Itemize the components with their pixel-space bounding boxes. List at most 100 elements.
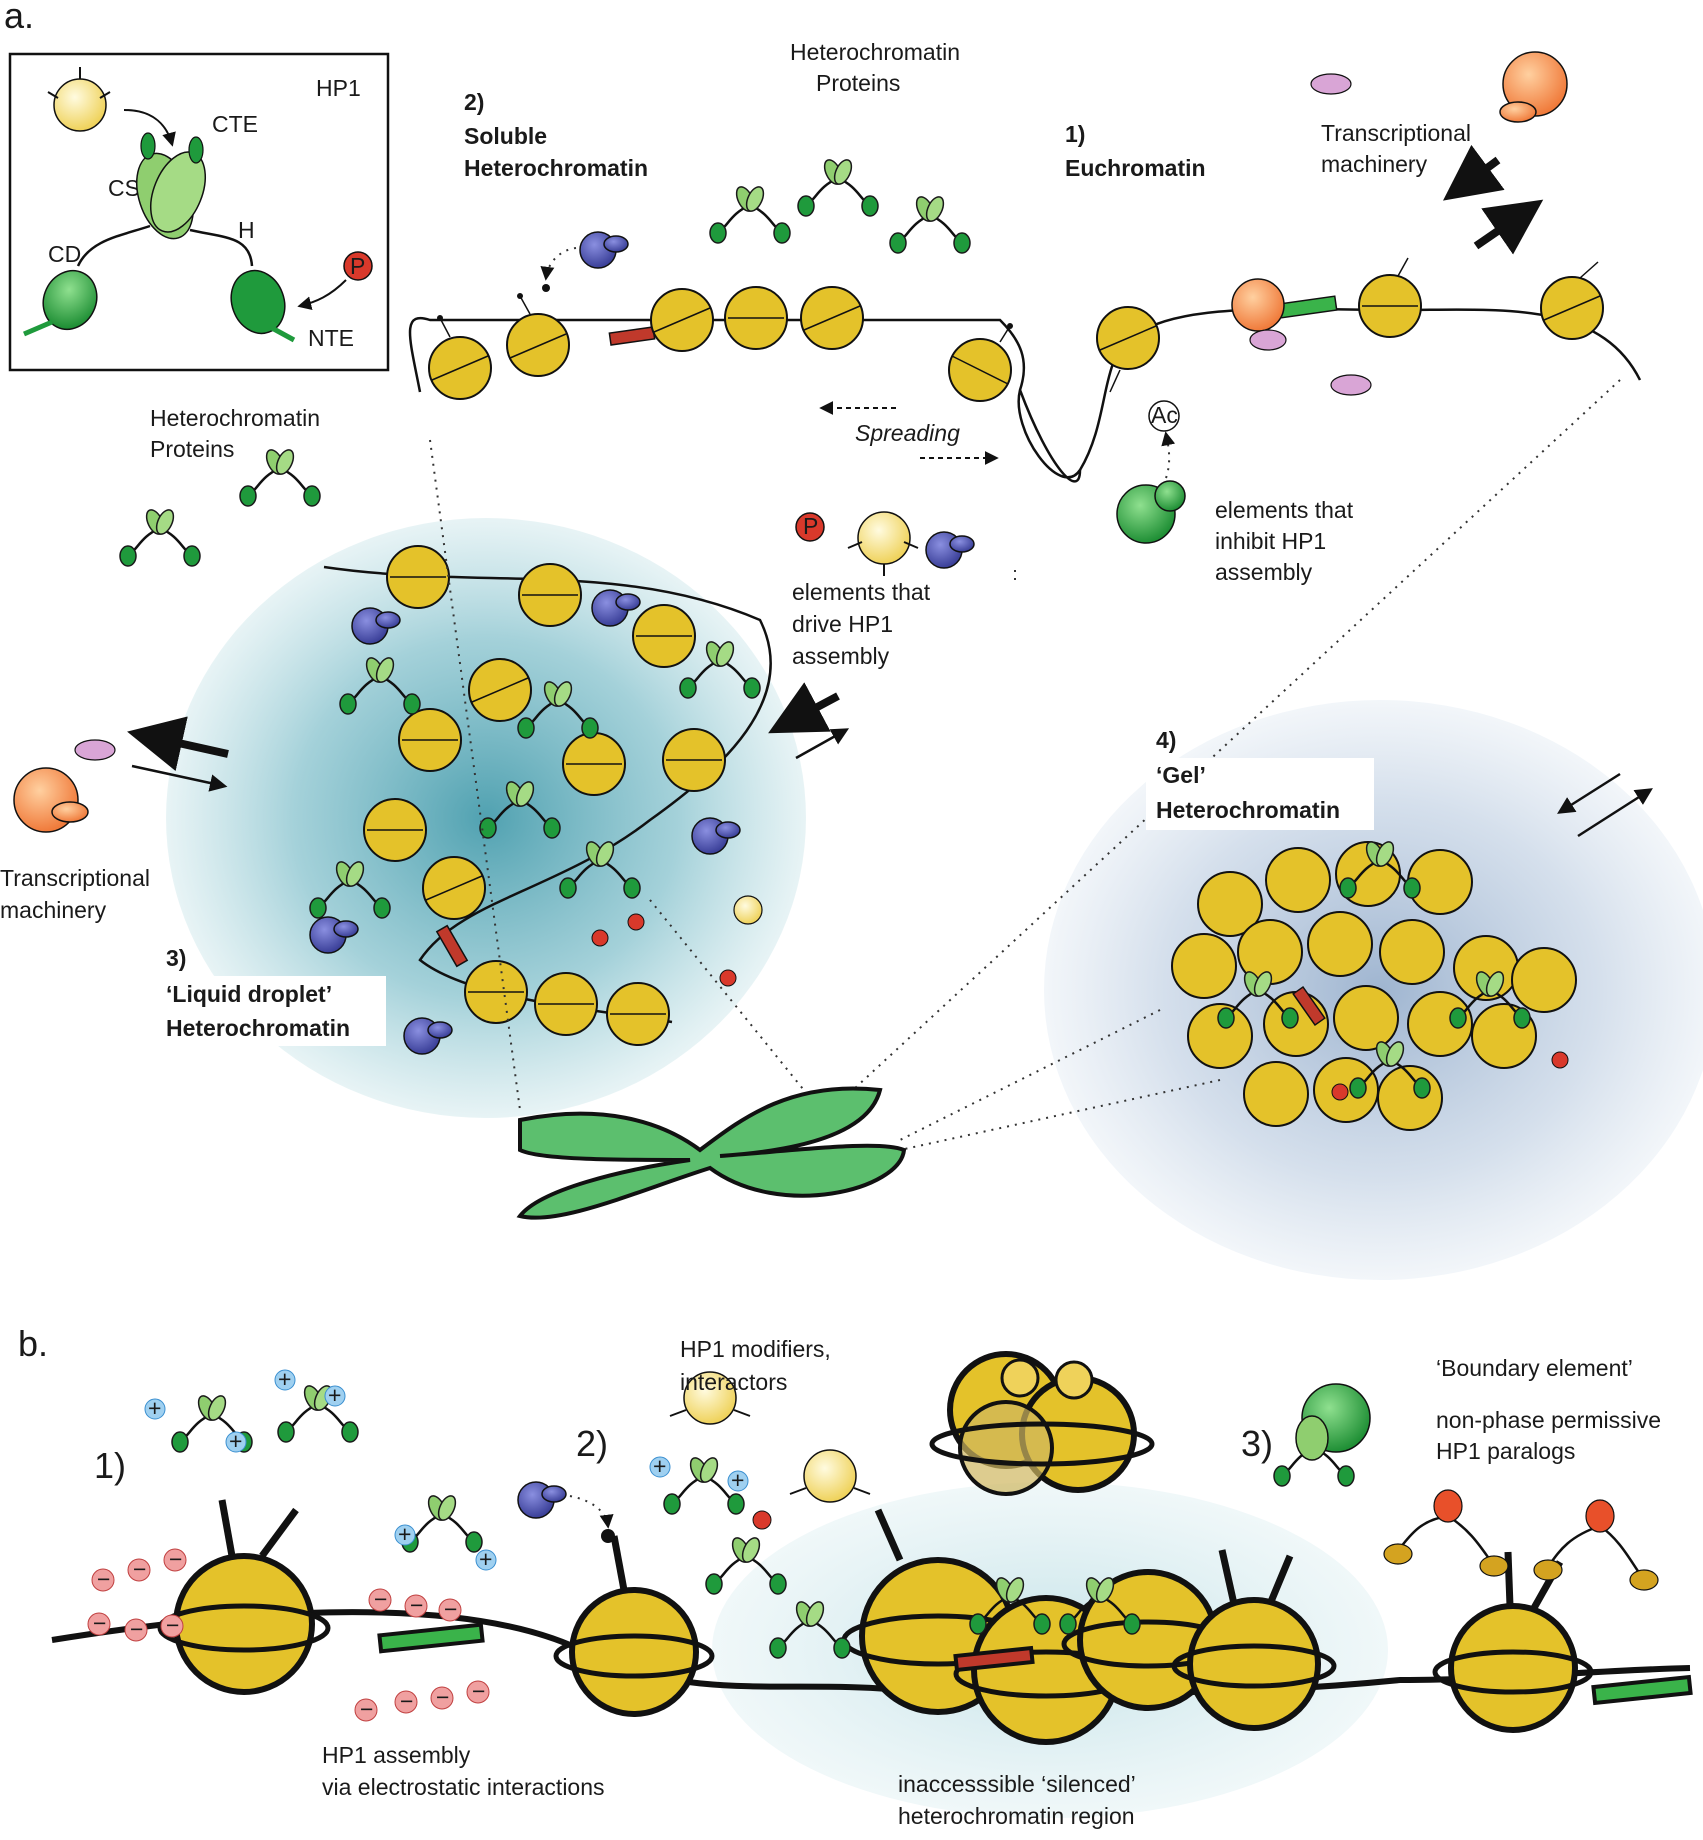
hp1-left-free — [118, 446, 322, 568]
inset-h: H — [238, 217, 255, 243]
droplet-left-arrows — [127, 716, 229, 792]
inset-phospho — [343, 251, 373, 281]
blue-factor-top — [540, 231, 629, 292]
hp-top-l2: Proteins — [816, 70, 900, 96]
nucleosome — [506, 293, 570, 377]
inset-cte: CTE — [212, 111, 258, 137]
droplet-nucleosomes — [363, 545, 726, 1046]
plus-charges: + + + + + + + + — [144, 1366, 749, 1572]
hp-left-l2: Proteins — [150, 436, 234, 462]
purple-factor-left — [74, 739, 116, 761]
tm-right-l2: machinery — [1321, 151, 1428, 177]
hp1-inset: HP1 CTE CSD CD H P — [8, 52, 390, 372]
modifiers-l2: interactors — [680, 1369, 787, 1395]
orange-factor-top — [1499, 51, 1568, 123]
linker-segment — [953, 1645, 1035, 1673]
inset-cd: CD — [48, 241, 81, 267]
svg-text:−: − — [166, 1612, 179, 1638]
drive-l1: elements that — [792, 579, 931, 605]
svg-text:Ac: Ac — [1151, 402, 1178, 428]
nucleosome — [386, 545, 450, 609]
nucleosome — [632, 604, 696, 668]
svg-text:−: − — [133, 1556, 146, 1582]
inset-binding-arrow — [123, 109, 176, 147]
hp-left-l1: Heterochromatin — [150, 405, 320, 431]
nucleosome — [1540, 261, 1604, 340]
svg-text:+: + — [398, 1521, 411, 1547]
dotted-projections — [429, 379, 1621, 1151]
nucleosome — [800, 286, 864, 350]
nucleosome — [606, 982, 670, 1046]
nucleosome — [1333, 985, 1399, 1051]
chromosome — [516, 1086, 907, 1220]
svg-text:−: − — [400, 1688, 413, 1714]
stage1-name: Euchromatin — [1065, 155, 1206, 181]
panel-b-nucleosomes — [157, 1351, 1693, 1745]
panel-b-blue-factor — [517, 1481, 615, 1543]
gel-phospho — [1331, 1083, 1349, 1101]
svg-text:−: − — [444, 1596, 457, 1622]
paralog — [1533, 1499, 1659, 1591]
green-inhibitor — [1116, 480, 1186, 544]
droplet-yellow-factor — [733, 895, 763, 925]
purple-factor-top — [1310, 73, 1352, 95]
svg-text:−: − — [130, 1616, 143, 1642]
spreading-label: Spreading — [855, 420, 960, 446]
svg-text:4): 4) — [1156, 727, 1176, 753]
step3-label: 3) — [1241, 1423, 1273, 1464]
svg-text:‘Gel’: ‘Gel’ — [1156, 762, 1206, 788]
svg-text:P: P — [803, 513, 818, 539]
panel-b-phospho — [752, 1510, 772, 1530]
linker-segment — [608, 326, 656, 346]
boundary-segment — [1591, 1674, 1693, 1706]
inset-hp1-dimer — [23, 132, 296, 343]
hp1-paralogs — [1383, 1489, 1659, 1591]
paralogs-l2: HP1 paralogs — [1436, 1438, 1575, 1464]
step1-label: 1) — [94, 1445, 126, 1486]
nucleosome — [1096, 306, 1160, 393]
nucleosome — [724, 286, 788, 350]
stage2-name-l2: Heterochromatin — [464, 155, 648, 181]
svg-text:+: + — [328, 1382, 341, 1408]
nucleosome — [662, 728, 726, 792]
linker-segment — [1292, 985, 1326, 1027]
ac-arrow — [1161, 431, 1176, 479]
svg-text:+: + — [653, 1453, 666, 1479]
nucleosome — [363, 798, 427, 862]
nucleosome — [1265, 847, 1331, 913]
nucleosome — [1307, 911, 1373, 977]
tm-left-l1: Transcriptional — [0, 865, 150, 891]
nucleosome — [1379, 919, 1445, 985]
svg-text:−: − — [374, 1586, 387, 1612]
modifiers-l1: HP1 modifiers, — [680, 1336, 831, 1362]
nucleosome — [398, 708, 462, 772]
tm-left-l2: machinery — [0, 897, 107, 923]
svg-text:−: − — [410, 1592, 423, 1618]
inset-nte: NTE — [308, 325, 354, 351]
svg-text:−: − — [93, 1610, 106, 1636]
inhibit-l1: elements that — [1215, 497, 1354, 523]
gel-phospho — [1551, 1051, 1569, 1069]
liquid-droplet — [166, 518, 806, 1118]
nucleosome — [422, 856, 486, 920]
gel-equilibrium-arrows — [1557, 772, 1653, 838]
nucleosome — [534, 972, 598, 1036]
silenced-l1: inaccesssible ‘silenced’ — [898, 1771, 1136, 1797]
nucleosome — [1171, 933, 1237, 999]
paralog — [1383, 1489, 1509, 1577]
top-chromatin-fiber — [408, 307, 1642, 483]
inset-p: P — [350, 253, 365, 279]
panel-a-label: a. — [4, 0, 34, 36]
inhibit-l2: inhibit HP1 — [1215, 528, 1326, 554]
nucleosome — [1358, 257, 1422, 338]
svg-text:Heterochromatin: Heterochromatin — [1156, 797, 1340, 823]
svg-text:+: + — [479, 1546, 492, 1572]
svg-text:+: + — [148, 1395, 161, 1421]
nucleosome — [157, 1499, 331, 1695]
stacked-nucleosomes — [929, 1351, 1155, 1496]
stage4-label: 4) ‘Gel’ Heterochromatin — [1146, 727, 1374, 830]
drive-l3: assembly — [792, 643, 890, 669]
stage2-num: 2) — [464, 89, 484, 115]
svg-text:+: + — [731, 1467, 744, 1493]
nucleosome — [464, 960, 528, 1024]
